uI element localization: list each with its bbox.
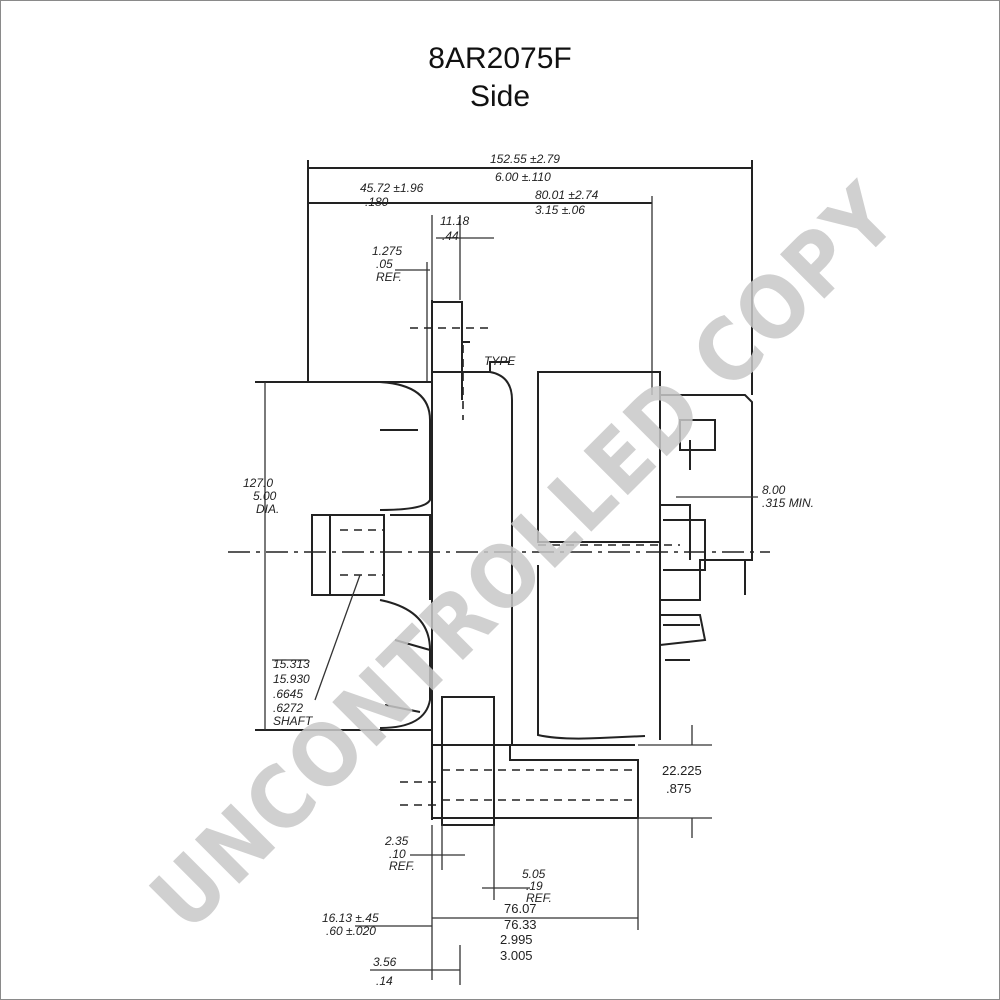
ear-thickness-mm: 22.225 xyxy=(662,763,702,778)
small-b-note: REF. xyxy=(526,891,552,905)
left-ref-dimension: 16.13 ±.45 .60 ±.020 xyxy=(322,911,432,938)
body-dia-note: DIA. xyxy=(256,502,279,516)
shaft-dim-2: 15.930 xyxy=(273,672,310,686)
pulley-dim-mm: 11.18 xyxy=(440,214,469,228)
view-name: Side xyxy=(469,80,531,113)
terminal-dimension: 8.00 .315 MIN. xyxy=(676,483,814,510)
ear-thickness-in: .875 xyxy=(666,781,691,796)
mount-span-1: 76.07 xyxy=(504,901,537,916)
front-rear-dimensions: 45.72 ±1.96 .180 80.01 ±2.74 3.15 ±.06 xyxy=(308,181,653,395)
shaft-dim-4: .6272 xyxy=(273,701,303,715)
small-dimensions: 2.35 .10 REF. 5.05 .19 REF. xyxy=(384,825,552,980)
shaft-nut xyxy=(311,514,385,701)
overall-dimension: 152.55 ±2.79 6.00 ±.110 xyxy=(307,152,753,395)
body-dia-in: 5.00 xyxy=(253,489,277,503)
left-ref-mm: 16.13 ±.45 xyxy=(322,911,379,925)
front-housing xyxy=(255,300,463,820)
rear-dim-in: 3.15 ±.06 xyxy=(535,203,585,217)
ref-offset-note: REF. xyxy=(376,270,402,284)
small-a-in: .10 xyxy=(389,847,406,861)
small-a-note: REF. xyxy=(389,859,415,873)
bottom-small-mm: 3.56 xyxy=(373,955,397,969)
small-b-in: .19 xyxy=(526,879,543,893)
body-dia-mm: 127.0 xyxy=(243,476,273,490)
pulley-dim-in: .44 xyxy=(442,229,459,243)
rear-dim-mm: 80.01 ±2.74 xyxy=(535,188,599,202)
small-a-mm: 2.35 xyxy=(384,834,409,848)
ref-offset-mm: 1.275 xyxy=(372,244,402,258)
overall-dim-in: 6.00 ±.110 xyxy=(495,170,551,184)
mount-span-2: 76.33 xyxy=(504,917,537,932)
front-dim-in: .180 xyxy=(365,195,389,209)
terminal-dim-in: .315 MIN. xyxy=(762,496,814,510)
terminal-dim-mm: 8.00 xyxy=(762,483,786,497)
mounting-ear xyxy=(400,696,639,930)
shaft-dim-3: .6645 xyxy=(273,687,303,701)
shaft-dim-1: 15.313 xyxy=(273,657,310,671)
mount-span-3: 2.995 xyxy=(500,932,533,947)
small-b-mm: 5.05 xyxy=(522,867,546,881)
shaft-dimension: 15.313 15.930 .6645 .6272 SHAFT xyxy=(272,657,314,728)
watermark: UNCONTROLLED COPY xyxy=(132,165,917,950)
ref-offset-dimension: 1.275 .05 REF. xyxy=(372,244,430,382)
shaft-dim-5: SHAFT xyxy=(273,714,314,728)
mount-span-dimension: 76.07 76.33 2.995 3.005 xyxy=(432,901,638,963)
left-ref-in: .60 ±.020 xyxy=(326,924,376,938)
body-diameter-dimension: 127.0 5.00 DIA. xyxy=(243,382,279,730)
pulley-dimension: 11.18 .44 xyxy=(431,214,494,300)
title-block: 8AR2075F Side xyxy=(0,40,1000,116)
ref-offset-in: .05 xyxy=(376,257,393,271)
pulley xyxy=(410,301,490,420)
overall-dim-mm: 152.55 ±2.79 xyxy=(490,152,560,166)
alternator-body: TYPE xyxy=(462,354,753,746)
part-number: 8AR2075F xyxy=(428,42,572,75)
ear-thickness-dimension: 22.225 .875 xyxy=(638,725,712,838)
bottom-small-in: .14 xyxy=(376,974,393,988)
front-dim-mm: 45.72 ±1.96 xyxy=(360,181,424,195)
mount-span-4: 3.005 xyxy=(500,948,533,963)
bottom-small-dimension: 3.56 .14 xyxy=(370,945,461,988)
lead-note: TYPE xyxy=(484,354,516,368)
